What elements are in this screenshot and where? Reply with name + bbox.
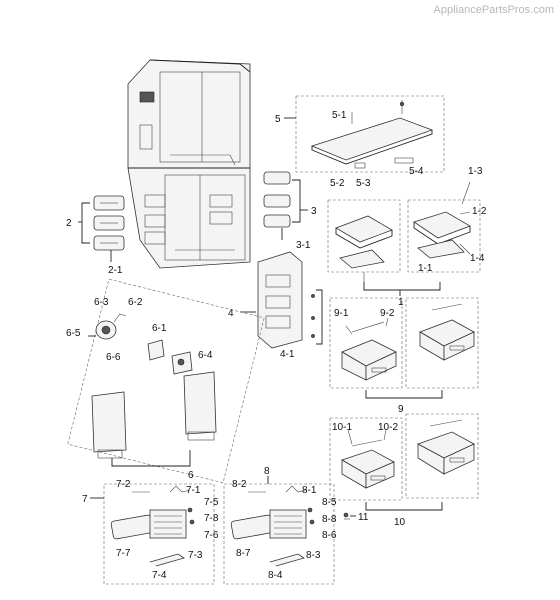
label-6-1: 6-1: [152, 323, 167, 334]
label-7-3: 7-3: [188, 550, 203, 561]
label-8-8: 8-8: [322, 514, 337, 525]
label-2: 2: [66, 218, 72, 229]
label-10-1: 10-1: [332, 422, 352, 433]
label-7-5: 7-5: [204, 497, 219, 508]
label-1: 1: [398, 297, 404, 308]
label-8-5: 8-5: [322, 497, 337, 508]
label-1-1: 1-1: [418, 263, 433, 274]
rail-assembly-7: [90, 483, 215, 585]
label-9-2: 9-2: [380, 308, 395, 319]
label-1-2: 1-2: [472, 206, 487, 217]
label-8: 8: [264, 466, 270, 477]
label-2-1: 2-1: [108, 265, 123, 276]
label-8-7: 8-7: [236, 548, 251, 559]
label-8-3: 8-3: [306, 550, 321, 561]
label-6-6: 6-6: [106, 352, 121, 363]
label-9-1: 9-1: [334, 308, 349, 319]
label-6-3: 6-3: [94, 297, 109, 308]
drawers-9-group: [329, 297, 479, 399]
label-10: 10: [394, 517, 406, 528]
door-bins-left: [78, 195, 125, 262]
label-1-3: 1-3: [468, 166, 483, 177]
label-7-2: 7-2: [116, 479, 131, 490]
label-5: 5: [275, 114, 281, 125]
label-1-4: 1-4: [470, 253, 485, 264]
label-5-4: 5-4: [409, 166, 424, 177]
label-4-1: 4-1: [280, 349, 295, 360]
label-4: 4: [228, 308, 234, 319]
label-7-7: 7-7: [116, 548, 131, 559]
shelf-cover-box: [284, 95, 445, 173]
drawers-10-group: [329, 413, 479, 511]
label-8-1: 8-1: [302, 485, 317, 496]
refrigerator-cabinet: [127, 59, 251, 269]
freezer-door-panel: [240, 251, 323, 349]
label-7-4: 7-4: [152, 570, 167, 581]
label-7-1: 7-1: [186, 485, 201, 496]
label-5-1: 5-1: [332, 110, 347, 121]
part-11-fastener: [343, 512, 356, 520]
label-5-3: 5-3: [356, 178, 371, 189]
label-7-8: 7-8: [204, 513, 219, 524]
label-8-4: 8-4: [268, 570, 283, 581]
label-10-2: 10-2: [378, 422, 398, 433]
label-6: 6: [188, 470, 194, 481]
label-6-2: 6-2: [128, 297, 143, 308]
label-9: 9: [398, 404, 404, 415]
door-bins-center: [263, 171, 308, 240]
ice-maker-assembly: [67, 278, 265, 484]
label-7: 7: [82, 494, 88, 505]
shelves-group: [327, 181, 481, 296]
label-5-2: 5-2: [330, 178, 345, 189]
watermark: AppliancePartsPros.com: [433, 4, 554, 16]
label-6-4: 6-4: [198, 350, 213, 361]
label-3-1: 3-1: [296, 240, 311, 251]
rail-assembly-8: [223, 476, 335, 585]
label-6-5: 6-5: [66, 328, 81, 339]
label-8-6: 8-6: [322, 530, 337, 541]
label-3: 3: [311, 206, 317, 217]
label-11: 11: [358, 512, 369, 523]
label-8-2: 8-2: [232, 479, 247, 490]
label-7-6: 7-6: [204, 530, 219, 541]
